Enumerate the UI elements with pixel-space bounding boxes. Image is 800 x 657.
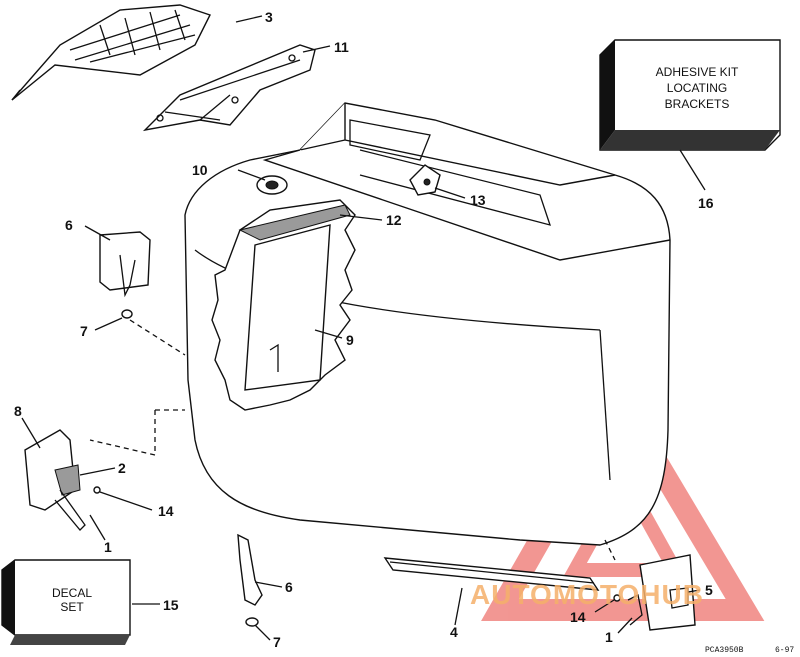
label-7-bottom: 7 [273,634,281,650]
part-labels: 3 11 10 13 12 6 7 9 8 2 14 1 16 6 7 15 4… [14,9,714,650]
label-7-left: 7 [80,323,88,339]
label-2: 2 [118,460,126,476]
part-3-grille [11,4,211,101]
part-4-strip [383,557,600,591]
part-8-clip-group [24,429,101,531]
engine-cover [89,102,671,561]
label-1-left: 1 [104,539,112,555]
diagram-code: PCA3950B [705,646,744,655]
label-12: 12 [386,212,402,228]
adhesive-line-2: LOCATING [667,81,727,95]
adhesive-kit-box: ADHESIVE KIT LOCATING BRACKETS [599,39,781,151]
label-6-bottom: 6 [285,579,293,595]
label-6-left: 6 [65,217,73,233]
part-6-clip-bottom [237,533,263,627]
label-5: 5 [705,582,713,598]
decal-line-1: DECAL [52,586,92,600]
label-3: 3 [265,9,273,25]
part-5-clip-group [613,554,696,631]
label-15: 15 [163,597,179,613]
label-14-right: 14 [570,609,586,625]
label-1-right: 1 [605,629,613,645]
watermark-text: AUTOMOTOHUB [470,579,704,610]
part-11-bracket [142,44,316,132]
label-16: 16 [698,195,714,211]
adhesive-line-1: ADHESIVE KIT [656,65,739,79]
decal-set-box: DECAL SET [1,559,131,645]
label-8: 8 [14,403,22,419]
part-6-clip-left [99,231,151,319]
diagram-date: 6-97 [775,646,794,655]
label-9: 9 [346,332,354,348]
decal-line-2: SET [60,600,84,614]
label-14-left: 14 [158,503,174,519]
leader-lines [21,15,706,641]
adhesive-line-3: BRACKETS [665,97,730,111]
label-11: 11 [334,39,349,55]
label-10: 10 [192,162,208,178]
label-4: 4 [450,624,458,640]
label-13: 13 [470,192,486,208]
